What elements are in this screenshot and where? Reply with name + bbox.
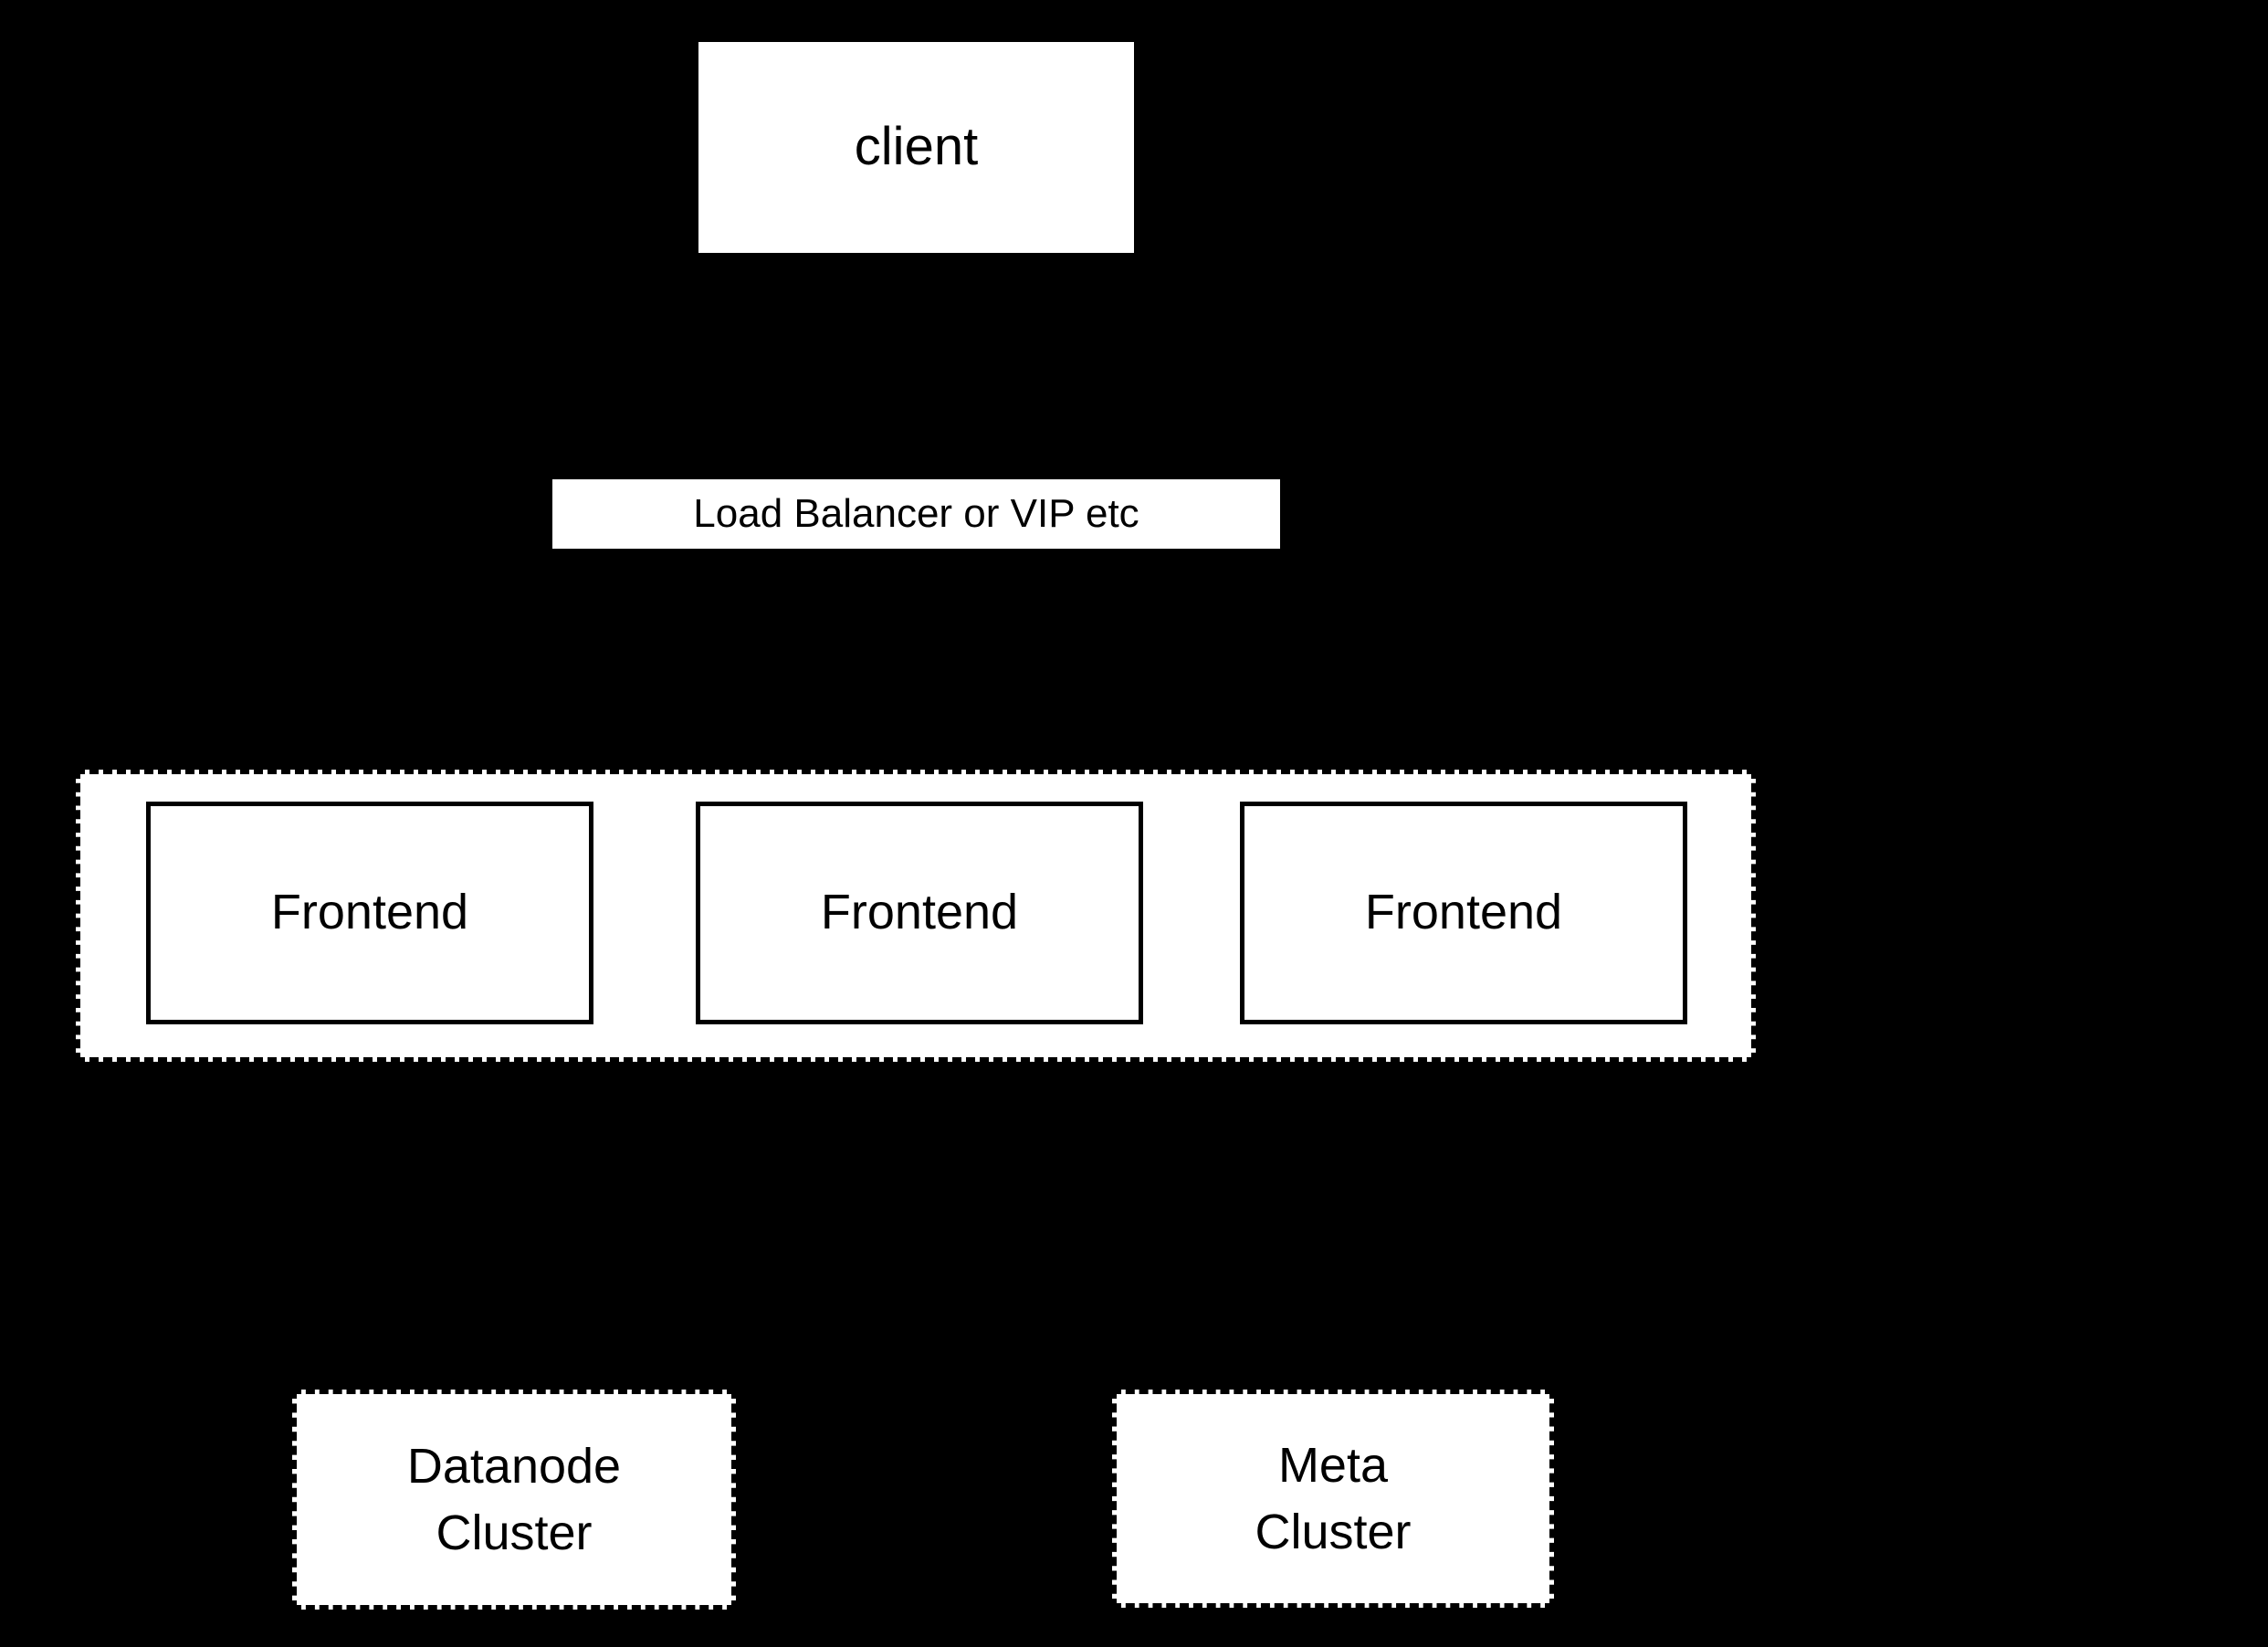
frontend-node-2-label: Frontend: [820, 885, 1019, 940]
datanode-cluster-node-label: Datanode Cluster: [406, 1438, 622, 1560]
frontend-node-1-label: Frontend: [270, 885, 469, 940]
meta-cluster-node[interactable]: Meta Cluster: [1112, 1390, 1554, 1608]
frontend-node-3[interactable]: Frontend: [1240, 802, 1687, 1024]
frontend-node-3-label: Frontend: [1364, 885, 1563, 940]
load-balancer-node[interactable]: Load Balancer or VIP etc: [552, 479, 1280, 549]
client-node[interactable]: client: [698, 42, 1134, 253]
datanode-cluster-node[interactable]: Datanode Cluster: [292, 1390, 736, 1610]
meta-cluster-node-label: Meta Cluster: [1255, 1437, 1412, 1559]
load-balancer-node-label: Load Balancer or VIP etc: [693, 491, 1139, 537]
frontend-node-1[interactable]: Frontend: [146, 802, 593, 1024]
client-node-label: client: [854, 117, 979, 177]
frontend-node-2[interactable]: Frontend: [696, 802, 1143, 1024]
